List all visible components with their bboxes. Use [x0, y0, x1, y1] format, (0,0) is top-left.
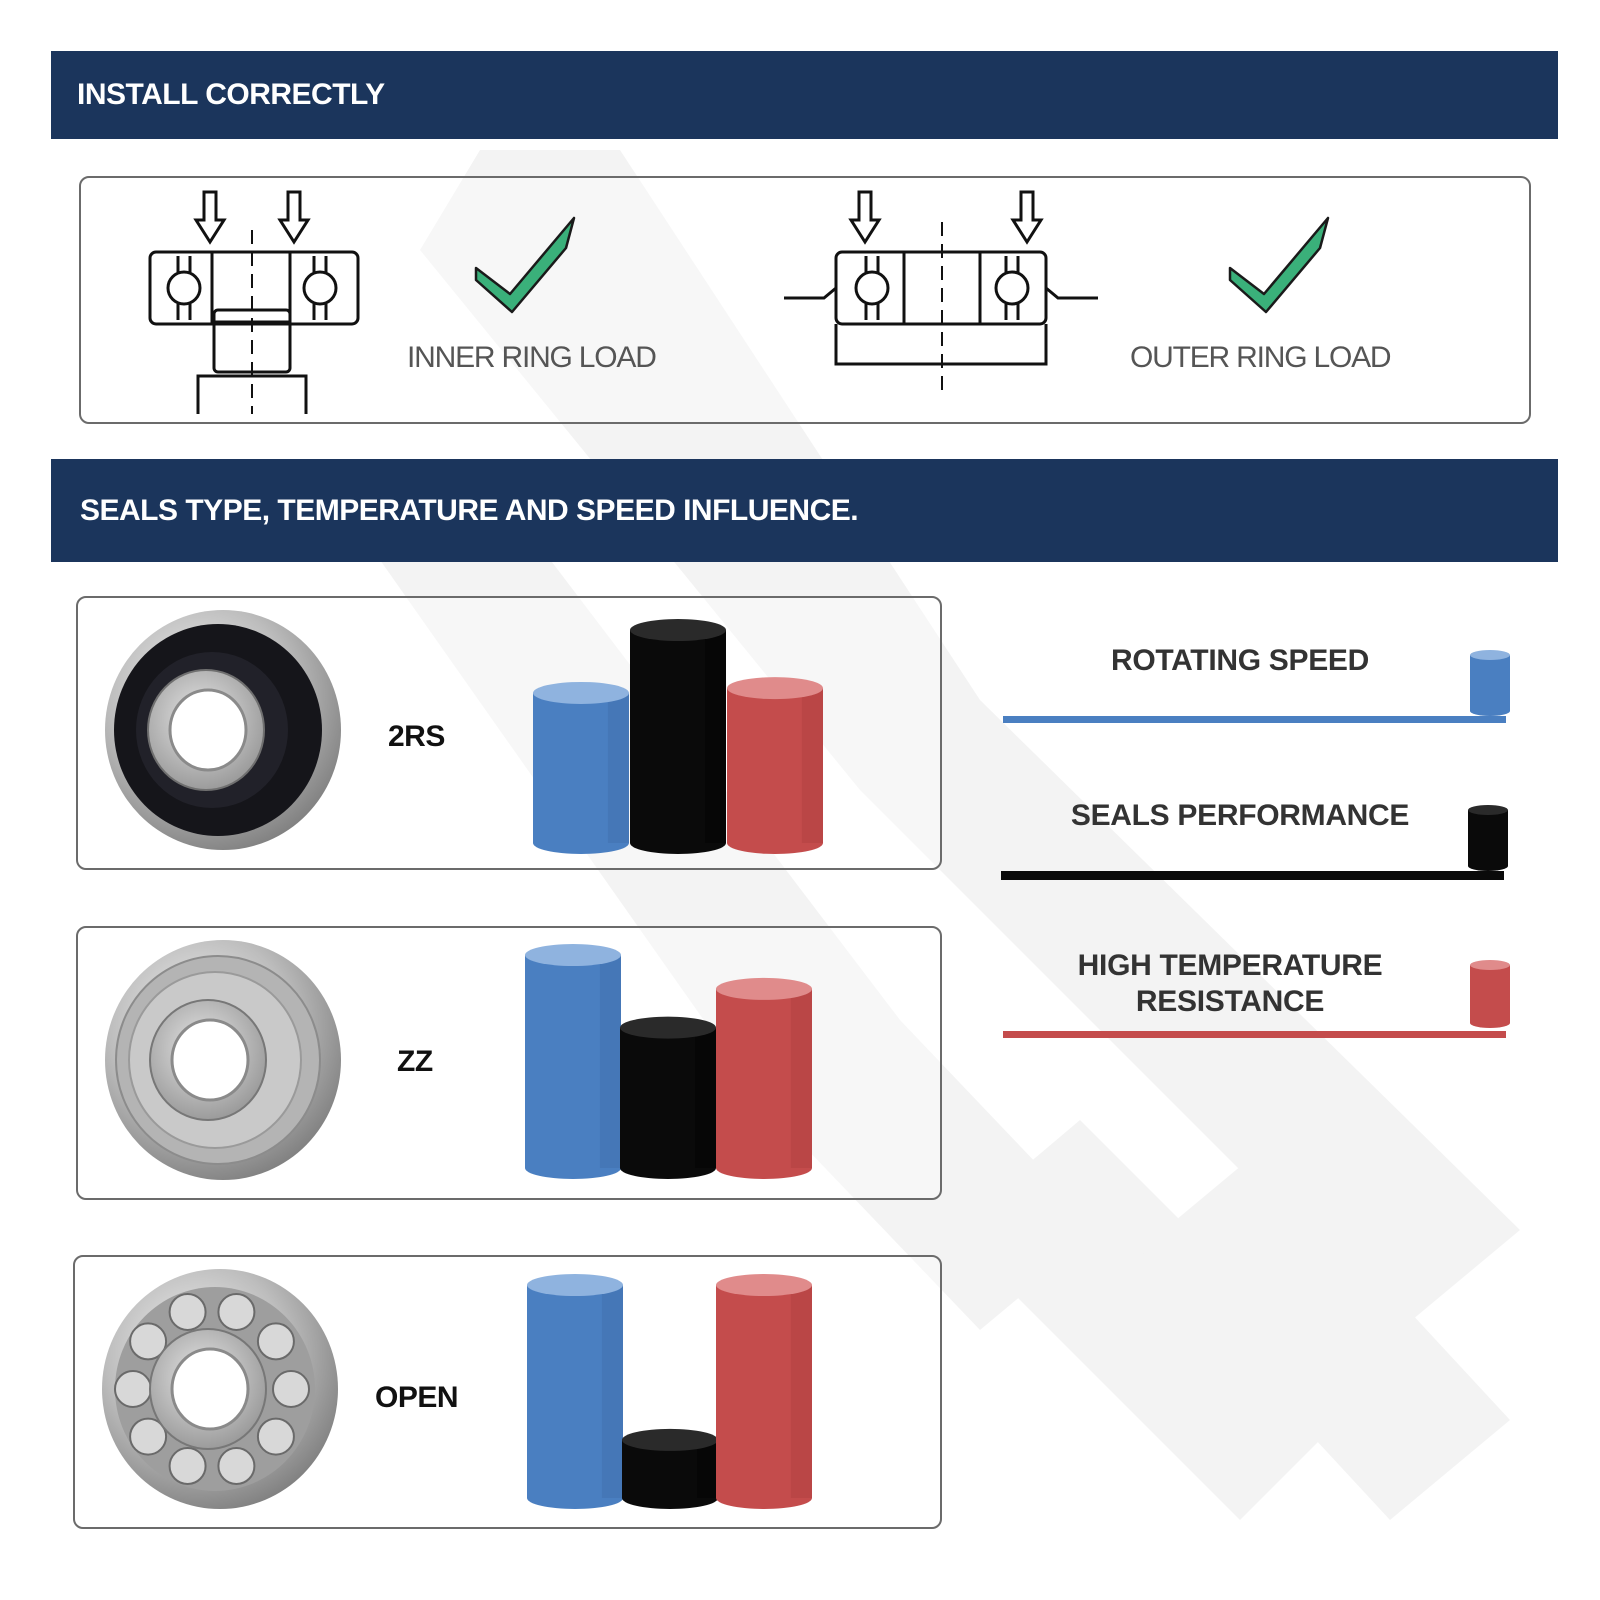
bearing-ball — [168, 1447, 207, 1486]
legend-line-high-temperature — [1003, 1031, 1506, 1038]
bearing-ball — [272, 1370, 310, 1408]
legend-label-seals-performance: SEALS PERFORMANCE — [1070, 799, 1410, 832]
legend-swatch-seals — [1468, 805, 1508, 871]
install-diagram-panel — [79, 176, 1531, 424]
check-icon — [474, 216, 576, 314]
legend-line-rotating-speed — [1003, 716, 1506, 723]
bearing-ball — [168, 1292, 207, 1331]
bearing-open-icon — [102, 1269, 338, 1509]
cylinder-2rs-temperature — [727, 677, 823, 854]
outer-ring-load-diagram — [784, 190, 1098, 392]
bearing-zz-icon — [105, 940, 341, 1180]
bearing-ball — [129, 1322, 168, 1361]
seal-type-label-zz: ZZ — [397, 1045, 433, 1078]
inner-ring-load-label: INNER RING LOAD — [407, 341, 657, 374]
install-correctly-banner: INSTALL CORRECTLY — [51, 51, 1558, 139]
inner-ring-load-diagram — [148, 190, 360, 414]
bearing-ball — [217, 1292, 256, 1331]
legend-swatch-speed — [1470, 650, 1510, 716]
cylinder-open-seals — [622, 1428, 718, 1509]
seal-type-label-2rs: 2RS — [388, 720, 445, 753]
cylinder-open-speed — [527, 1274, 623, 1509]
cylinder-zz-speed — [525, 944, 621, 1179]
cylinder-open-temperature — [716, 1274, 812, 1509]
seal-comparison-cylinders — [525, 619, 823, 1509]
bearing-ball — [256, 1417, 295, 1456]
legend-line-seals-performance — [1001, 871, 1504, 880]
bearing-ball — [256, 1322, 295, 1361]
legend-label-rotating-speed: ROTATING SPEED — [1110, 644, 1370, 677]
bearing-ball — [217, 1447, 256, 1486]
cylinder-2rs-speed — [533, 681, 629, 854]
legend-swatches — [1468, 650, 1510, 1028]
cylinder-zz-temperature — [716, 977, 812, 1179]
legend-swatch-temperature — [1470, 960, 1510, 1028]
bearing-ball — [129, 1417, 168, 1456]
bearing-ball — [114, 1370, 152, 1408]
bearing-2rs-icon — [105, 610, 341, 850]
check-icon — [1228, 216, 1330, 314]
cylinder-zz-seals — [620, 1016, 716, 1179]
install-correctly-title: INSTALL CORRECTLY — [77, 78, 385, 111]
seal-type-label-open: OPEN — [375, 1381, 459, 1414]
legend-label-high-temperature: HIGH TEMPERATURE RESISTANCE — [1077, 949, 1383, 1018]
cylinder-2rs-seals — [630, 619, 726, 854]
seals-influence-banner: SEALS TYPE, TEMPERATURE AND SPEED INFLUE… — [51, 459, 1558, 562]
seals-influence-title: SEALS TYPE, TEMPERATURE AND SPEED INFLUE… — [80, 493, 859, 527]
outer-ring-load-label: OUTER RING LOAD — [1130, 341, 1392, 374]
